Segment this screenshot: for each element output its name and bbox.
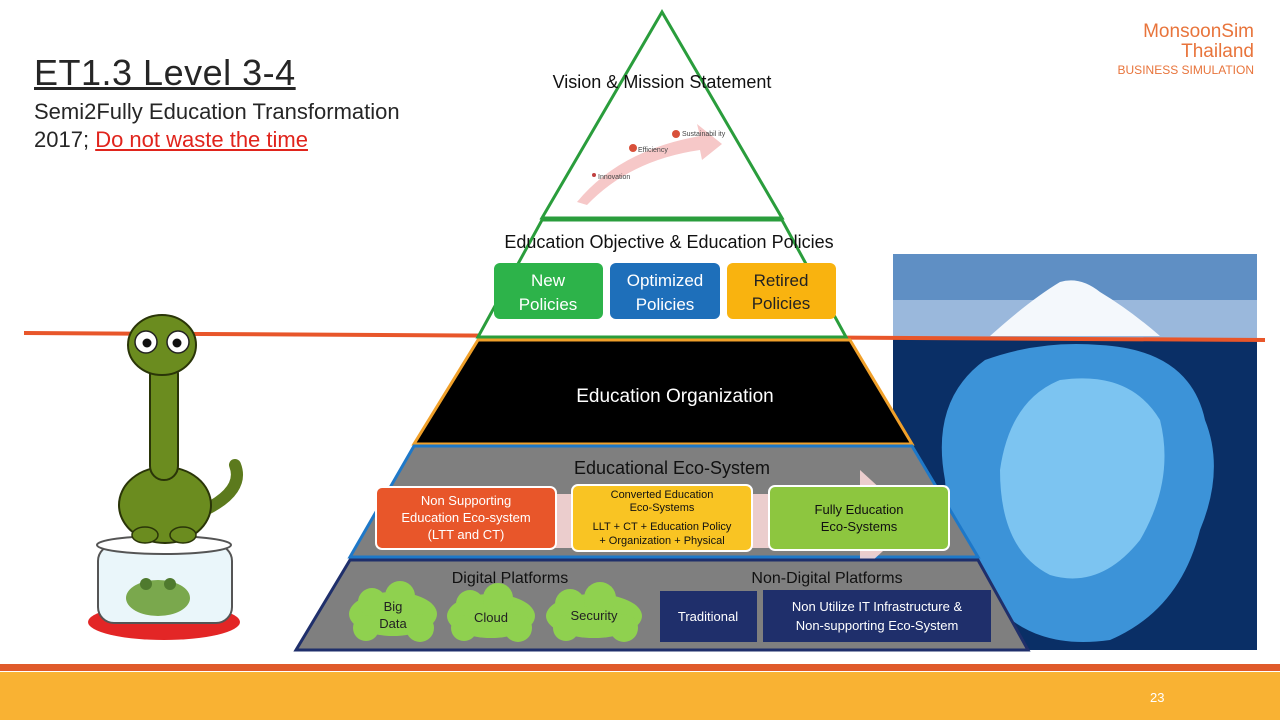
retired-policies-line2: Policies: [752, 294, 811, 313]
ecosystem-title: Educational Eco-System: [574, 458, 770, 478]
non-utilize-box: Non Utilize IT Infrastructure & Non-supp…: [763, 590, 991, 642]
cloud-cloud-label: Cloud: [474, 610, 508, 625]
pyramid-level-3: [411, 338, 915, 446]
footer-bar: [0, 672, 1280, 720]
policies-title: Education Objective & Education Policies: [504, 232, 833, 252]
converted-line2: Eco-Systems: [630, 502, 695, 514]
cloud-big-data-line1: Big: [384, 599, 403, 614]
pyramid-level-1: [539, 9, 785, 220]
non-utilize-line1: Non Utilize IT Infrastructure &: [792, 599, 963, 614]
retired-policies-box: Retired Policies: [727, 263, 836, 319]
cloud-security-label: Security: [571, 608, 618, 623]
fully-education-line1: Fully Education: [815, 502, 904, 517]
cloud-security: Security: [546, 582, 642, 642]
new-policies-box: New Policies: [494, 263, 603, 319]
brand-tagline: BUSINESS SIMULATION: [1117, 63, 1254, 77]
fully-education-line2: Eco-Systems: [821, 519, 898, 534]
traditional-label: Traditional: [678, 609, 738, 624]
cloud-big-data: Big Data: [349, 581, 437, 642]
non-supporting-box: Non Supporting Education Eco-system (LTT…: [375, 486, 557, 550]
brand-name: MonsoonSim: [1143, 21, 1254, 42]
subtitle-warning: Do not waste the time: [95, 127, 308, 152]
iceberg-image: [893, 254, 1257, 650]
optimized-policies-box: Optimized Policies: [610, 263, 720, 319]
growth-arrow: [577, 124, 722, 205]
organization-title: Education Organization: [576, 386, 774, 407]
arrow-step-efficiency: Efficiency: [638, 147, 668, 154]
converted-box: Converted Education Eco-Systems LLT + CT…: [571, 484, 753, 552]
converted-line3: LLT + CT + Education Policy: [593, 521, 732, 533]
cloud-cloud: Cloud: [447, 583, 535, 642]
converted-line4: + Organization + Physical: [599, 535, 724, 547]
optimized-policies-line2: Policies: [636, 295, 695, 314]
non-supporting-line2: Education Eco-system: [401, 510, 530, 525]
innovation-dot: [592, 173, 596, 177]
sustainability-dot: [672, 130, 680, 138]
page-number: 23: [1150, 690, 1165, 705]
brand-country: Thailand: [1181, 41, 1254, 62]
retired-policies-line1: Retired: [754, 271, 809, 290]
new-policies-line1: New: [531, 271, 566, 290]
arrow-step-innovation: Innovation: [598, 174, 630, 181]
efficiency-dot: [629, 144, 637, 152]
page-title: ET1.3 Level 3-4: [34, 52, 296, 93]
optimized-policies-line1: Optimized: [627, 271, 704, 290]
footer-divider: [0, 664, 1280, 671]
cloud-big-data-line2: Data: [379, 616, 407, 631]
vision-title: Vision & Mission Statement: [553, 72, 772, 92]
page-subtitle: Semi2Fully Education Transformation 2017…: [34, 98, 400, 154]
arrow-step-sustainability: Sustainabil ity: [682, 131, 726, 138]
new-policies-line2: Policies: [519, 295, 578, 314]
subtitle-line2: 2017; Do not waste the time: [34, 126, 400, 154]
fully-education-box: Fully Education Eco-Systems: [768, 485, 950, 551]
dinosaur-illustration: [88, 314, 243, 640]
subtitle-line1: Semi2Fully Education Transformation: [34, 99, 400, 124]
non-digital-platforms-title: Non-Digital Platforms: [751, 570, 902, 587]
non-utilize-line2: Non-supporting Eco-System: [796, 618, 959, 633]
traditional-box: Traditional: [660, 591, 757, 642]
converted-line1: Converted Education: [611, 489, 714, 501]
digital-platforms-title: Digital Platforms: [452, 570, 568, 587]
non-supporting-line1: Non Supporting: [421, 493, 511, 508]
subtitle-year: 2017;: [34, 127, 90, 152]
brand-logo: MonsoonSim Thailand BUSINESS SIMULATION: [1118, 22, 1254, 78]
non-supporting-line3: (LTT and CT): [428, 527, 505, 542]
